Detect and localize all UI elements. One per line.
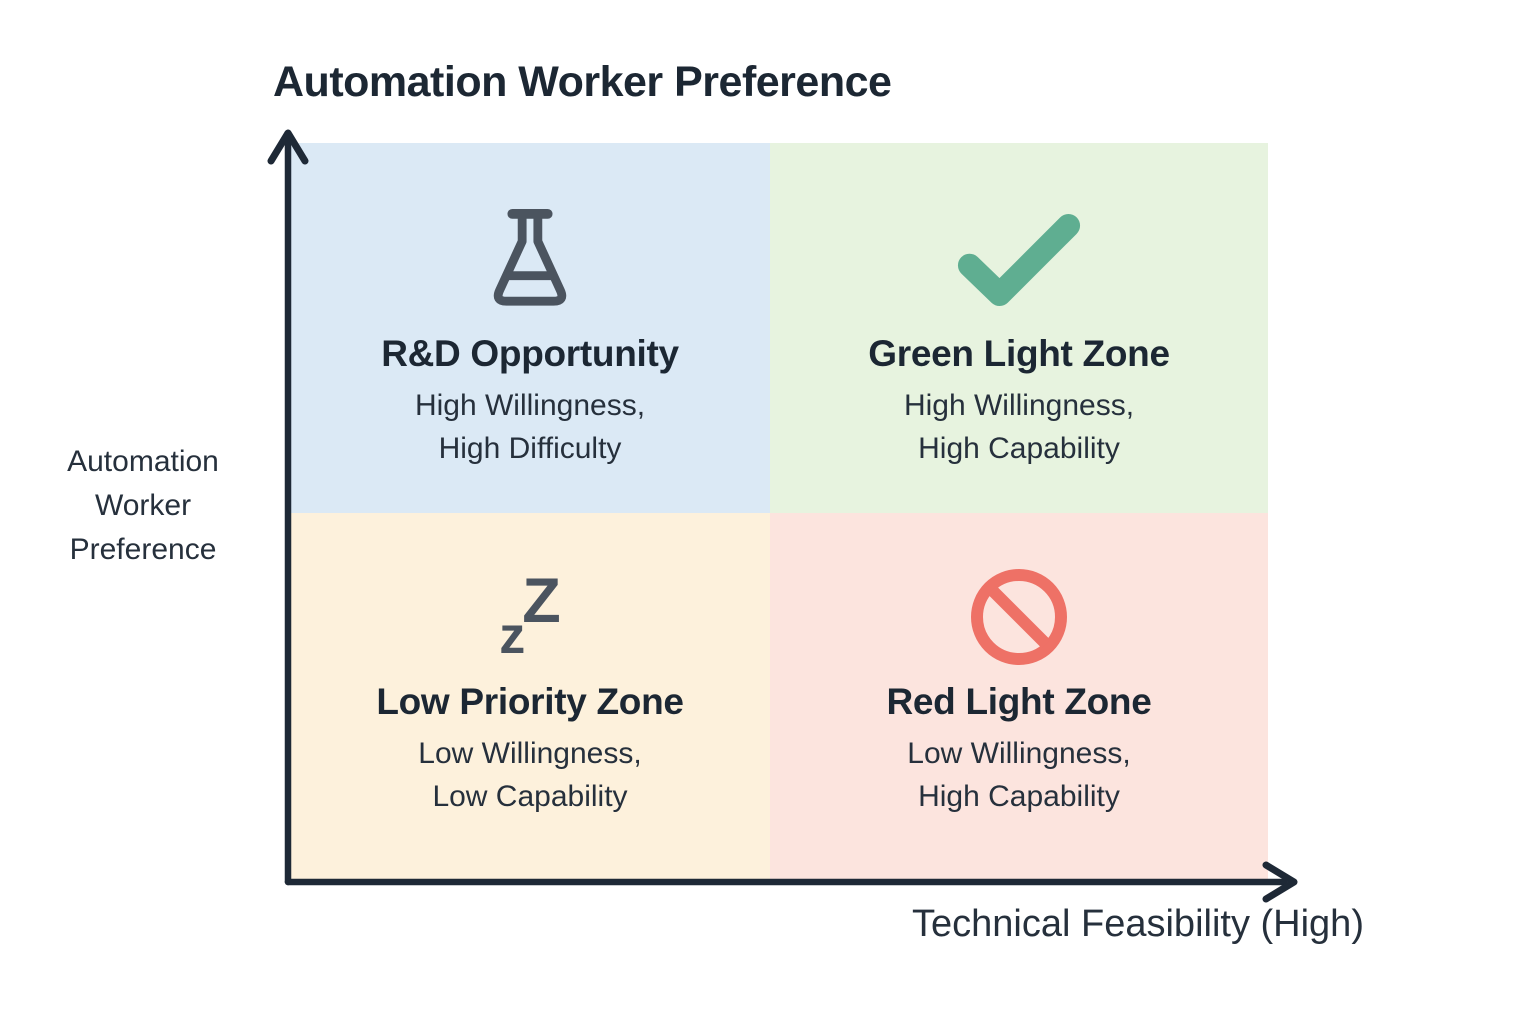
zzz-large-glyph: Z <box>522 565 561 636</box>
y-axis-arrow <box>267 129 309 886</box>
quadrant-red-light-zone: Red Light Zone Low Willingness, High Cap… <box>770 513 1268 881</box>
quadrant-title: Red Light Zone <box>886 681 1152 722</box>
zzz-small-glyph: z <box>499 606 526 665</box>
subtitle-line: High Willingness, <box>903 389 1135 422</box>
subtitle-line: Low Willingness, <box>418 737 642 770</box>
quadrant-subtitle: High Willingness, High Capability <box>904 384 1134 470</box>
quadrant-rd-opportunity: R&D Opportunity High Willingness, High D… <box>290 143 770 513</box>
flask-icon <box>479 201 581 319</box>
subtitle-line: High Difficulty <box>438 432 622 465</box>
y-axis-label: Automation Worker Preference <box>26 440 260 572</box>
quadrant-low-priority-zone: zZ Low Priority Zone Low Willingness, Lo… <box>290 513 770 881</box>
y-axis-label-line: Preference <box>69 533 217 566</box>
quadrant-subtitle: Low Willingness, Low Capability <box>418 732 641 818</box>
quadrant-title: Low Priority Zone <box>376 681 684 722</box>
subtitle-line: Low Capability <box>432 780 628 813</box>
quadrant-title: R&D Opportunity <box>381 333 679 374</box>
subtitle-line: High Capability <box>918 780 1120 813</box>
x-axis-arrow <box>284 861 1298 903</box>
sleep-zzz-glyphs: zZ <box>499 569 560 662</box>
quadrant-title: Green Light Zone <box>868 333 1170 374</box>
x-axis-label: Technical Feasibility (High) <box>912 903 1364 945</box>
subtitle-line: High Capability <box>918 432 1120 465</box>
sleep-zzz-icon: zZ <box>499 567 560 667</box>
quadrant-green-light-zone: Green Light Zone High Willingness, High … <box>770 143 1268 513</box>
subtitle-line: Low Willingness, <box>907 737 1131 770</box>
quadrant-subtitle: Low Willingness, High Capability <box>907 732 1130 818</box>
y-axis-label-line: Automation <box>67 445 219 478</box>
page-title: Automation Worker Preference <box>273 58 892 106</box>
y-axis-label-line: Worker <box>94 489 192 522</box>
no-entry-icon <box>969 567 1069 667</box>
quadrant-subtitle: High Willingness, High Difficulty <box>415 384 645 470</box>
checkmark-icon <box>956 201 1082 319</box>
subtitle-line: High Willingness, <box>414 389 646 422</box>
quadrant-grid: R&D Opportunity High Willingness, High D… <box>290 143 1268 881</box>
